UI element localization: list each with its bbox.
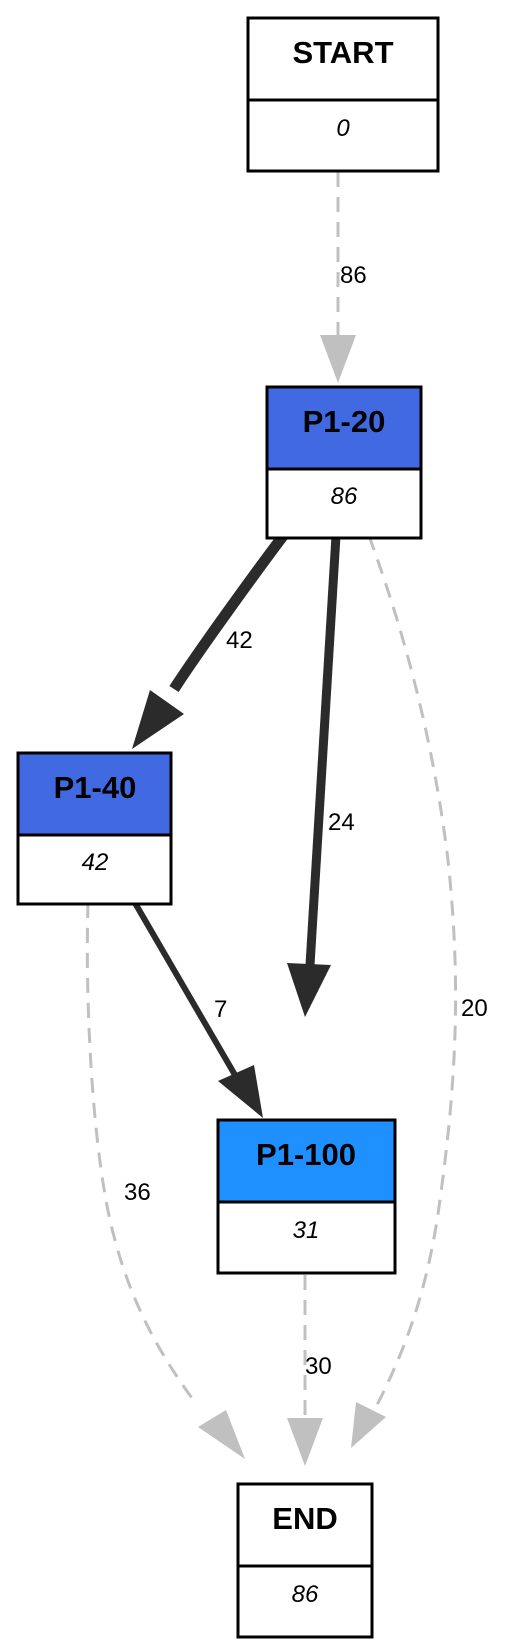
edge-arrowhead [218, 1065, 263, 1118]
node-end: END 86 [236, 1482, 374, 1639]
edge-p1-40-to-p1-100: 7 [132, 901, 263, 1118]
edge-arrowhead [320, 335, 356, 383]
edge-arrowhead [287, 1418, 323, 1466]
node-p1-20-title: P1-20 [303, 404, 386, 439]
node-count-cell [265, 467, 423, 540]
node-title-cell [16, 751, 173, 837]
edge-p1-100-to-end: 30 [287, 1275, 332, 1466]
edge-p1-20-to-end: 20 [351, 535, 488, 1448]
node-start: START 0 [246, 16, 440, 173]
node-p1-40: P1-40 42 [16, 751, 173, 906]
node-count-cell [246, 98, 440, 173]
node-end-title: END [272, 1501, 337, 1536]
edge-line [169, 532, 288, 692]
node-count-cell [216, 1200, 397, 1275]
node-p1-100-count: 31 [293, 1217, 320, 1244]
node-start-count: 0 [336, 115, 350, 142]
edge-label-p1-20-to-end: 20 [461, 995, 488, 1022]
node-p1-40-count: 42 [82, 849, 109, 876]
edge-p1-20-to-p1-100: 24 [287, 535, 355, 1017]
edge-label-start-to-p1-20: 86 [340, 262, 367, 289]
node-title-cell [216, 1118, 397, 1204]
node-p1-100: P1-100 31 [216, 1118, 397, 1275]
edge-label-p1-40-to-end: 36 [124, 1179, 151, 1206]
node-end-count: 86 [292, 1581, 319, 1608]
edge-line [367, 535, 458, 1406]
node-start-title: START [292, 35, 393, 70]
edge-line [132, 901, 238, 1077]
edge-arrowhead [198, 1410, 245, 1459]
edge-arrowhead [132, 690, 184, 749]
edge-label-p1-20-to-p1-40: 42 [226, 627, 253, 654]
edge-label-p1-40-to-p1-100: 7 [214, 996, 227, 1023]
edge-line [305, 535, 341, 966]
edge-start-to-p1-20: 86 [320, 172, 367, 383]
node-p1-20-count: 86 [331, 483, 358, 510]
edge-p1-40-to-end: 36 [85, 902, 245, 1459]
edge-arrowhead [287, 963, 331, 1017]
edge-label-p1-20-to-p1-100: 24 [328, 809, 355, 836]
node-title-cell [265, 385, 423, 471]
node-count-cell [16, 833, 173, 906]
edge-label-p1-100-to-end: 30 [305, 1353, 332, 1380]
node-p1-40-title: P1-40 [54, 770, 137, 805]
edge-line [85, 902, 199, 1406]
edge-p1-20-to-p1-40: 42 [132, 532, 288, 749]
node-count-cell [236, 1564, 374, 1639]
node-p1-20: P1-20 86 [265, 385, 423, 540]
node-p1-100-title: P1-100 [256, 1137, 356, 1172]
edge-arrowhead [351, 1402, 386, 1448]
